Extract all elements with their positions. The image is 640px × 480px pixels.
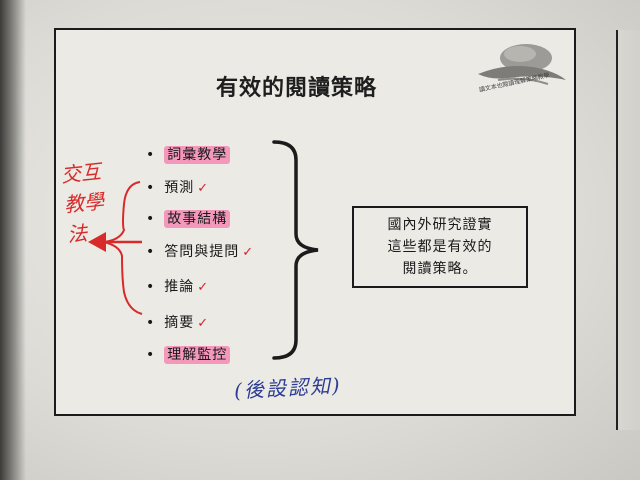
strategy-item: • 預測✓ [146, 177, 209, 197]
strategy-item: • 摘要✓ [146, 312, 209, 332]
summary-line: 閱讀策略。 [402, 261, 478, 277]
check-mark-icon: ✓ [197, 316, 210, 331]
bullet: • [146, 244, 156, 260]
strategy-label: 詞彙教學 [164, 146, 231, 164]
strategy-item: • 故事結構 [146, 208, 231, 228]
bullet: • [146, 180, 156, 196]
bullet: • [146, 347, 156, 363]
adjacent-slide-edge [616, 30, 640, 430]
red-brace-arrow-annotation [88, 181, 143, 315]
strategy-item: • 答問與提問✓ [146, 241, 254, 261]
bullet: • [146, 211, 156, 227]
strategy-item: • 推論✓ [146, 276, 209, 296]
check-mark-icon: ✓ [197, 280, 210, 295]
check-mark-icon: ✓ [197, 181, 210, 196]
summary-box: 國內外研究證實 這些都是有效的 閱讀策略。 [352, 206, 528, 288]
strategy-item: • 理解監控 [146, 344, 231, 364]
logo-icon [478, 44, 566, 85]
page-gutter-shadow [0, 0, 26, 480]
bullet: • [146, 279, 156, 295]
check-mark-icon: ✓ [242, 245, 255, 260]
summary-line: 國內外研究證實 [387, 217, 493, 233]
strategy-item: • 詞彙教學 [146, 144, 231, 164]
strategy-label: 摘要 [164, 315, 195, 331]
bullet: • [146, 315, 156, 331]
bullet: • [146, 147, 156, 163]
strategy-label: 理解監控 [164, 346, 231, 364]
slide-title: 有效的閱讀策略 [216, 76, 378, 101]
strategy-label: 推論 [164, 279, 195, 295]
blue-handwritten-note: (後設認知) [233, 373, 343, 403]
grouping-brace [272, 140, 319, 360]
summary-line: 這些都是有效的 [387, 239, 493, 255]
strategy-label: 預測 [164, 180, 195, 196]
strategy-label: 故事結構 [164, 210, 231, 228]
strategy-label: 答問與提問 [164, 244, 240, 260]
